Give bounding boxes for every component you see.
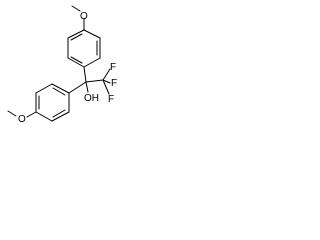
- atom-hydroxyl: OH: [84, 93, 99, 104]
- atom-f-2: F: [111, 78, 117, 89]
- structure-svg: O O OH F F F: [7, 5, 117, 125]
- methyl-bond-bottom: [7, 110, 17, 117]
- bond-center-to-oh: [85, 81, 89, 93]
- bond-cf3-f3: [102, 79, 110, 95]
- atom-o-bottom-methoxy: O: [18, 114, 26, 125]
- methoxy-bond-bottom: [26, 111, 37, 118]
- top-benzene-ring: [67, 29, 101, 68]
- bottom-benzene-ring: [35, 83, 70, 122]
- bond-center-to-bottom-ring: [68, 81, 87, 94]
- bond-cf3-f2: [102, 79, 111, 84]
- bond-cf3-f1: [102, 68, 111, 81]
- methyl-bond-top: [71, 5, 81, 12]
- atom-f-3: F: [108, 94, 114, 105]
- atom-f-1: F: [110, 62, 116, 73]
- bond-top-ring-to-center: [83, 66, 87, 83]
- bond-center-to-cf3: [85, 79, 104, 83]
- chemical-structure: O O OH F F F: [0, 0, 127, 136]
- atom-o-top-methoxy: O: [80, 11, 88, 22]
